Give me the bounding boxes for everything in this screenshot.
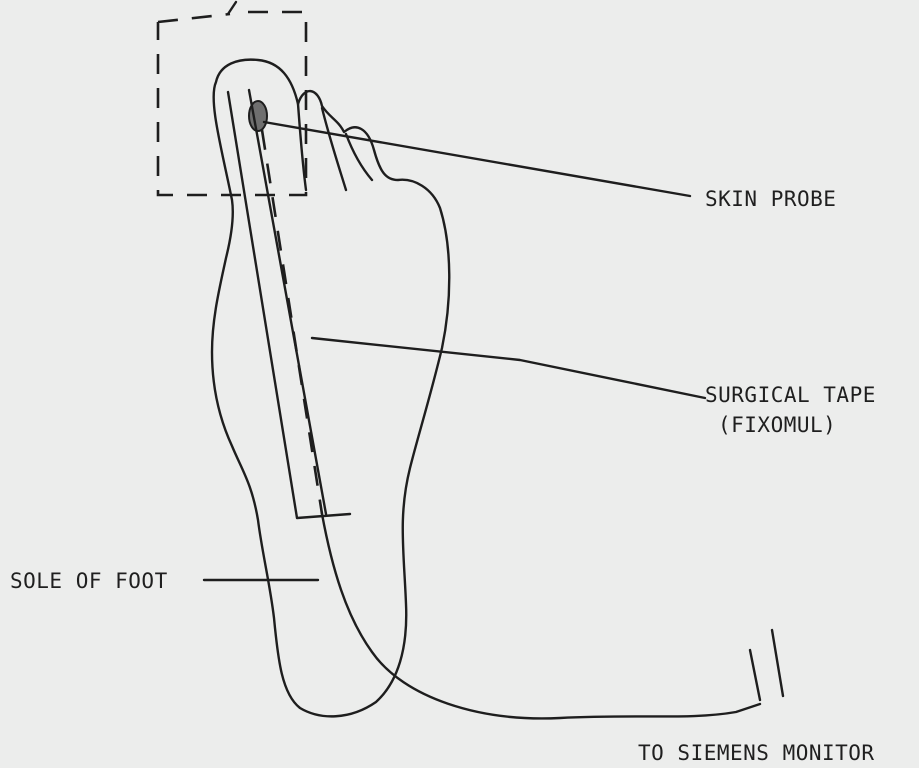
foot-outline xyxy=(212,60,449,717)
monitor-connector xyxy=(750,630,783,700)
toe-detail-dashed-box xyxy=(158,12,306,195)
sole-of-foot-label: SOLE OF FOOT xyxy=(10,568,168,594)
surgical-tape-label: SURGICAL TAPE xyxy=(705,382,876,408)
fixomul-label: (FIXOMUL) xyxy=(718,412,836,438)
leader-surgical-tape xyxy=(312,338,705,398)
toe-separation-lines xyxy=(298,104,372,190)
siemens-monitor-label: TO SIEMENS MONITOR xyxy=(638,740,875,766)
skin-probe-label: SKIN PROBE xyxy=(705,186,836,212)
leader-skin-probe xyxy=(264,122,690,196)
toe-detail-box-tick xyxy=(228,2,236,14)
